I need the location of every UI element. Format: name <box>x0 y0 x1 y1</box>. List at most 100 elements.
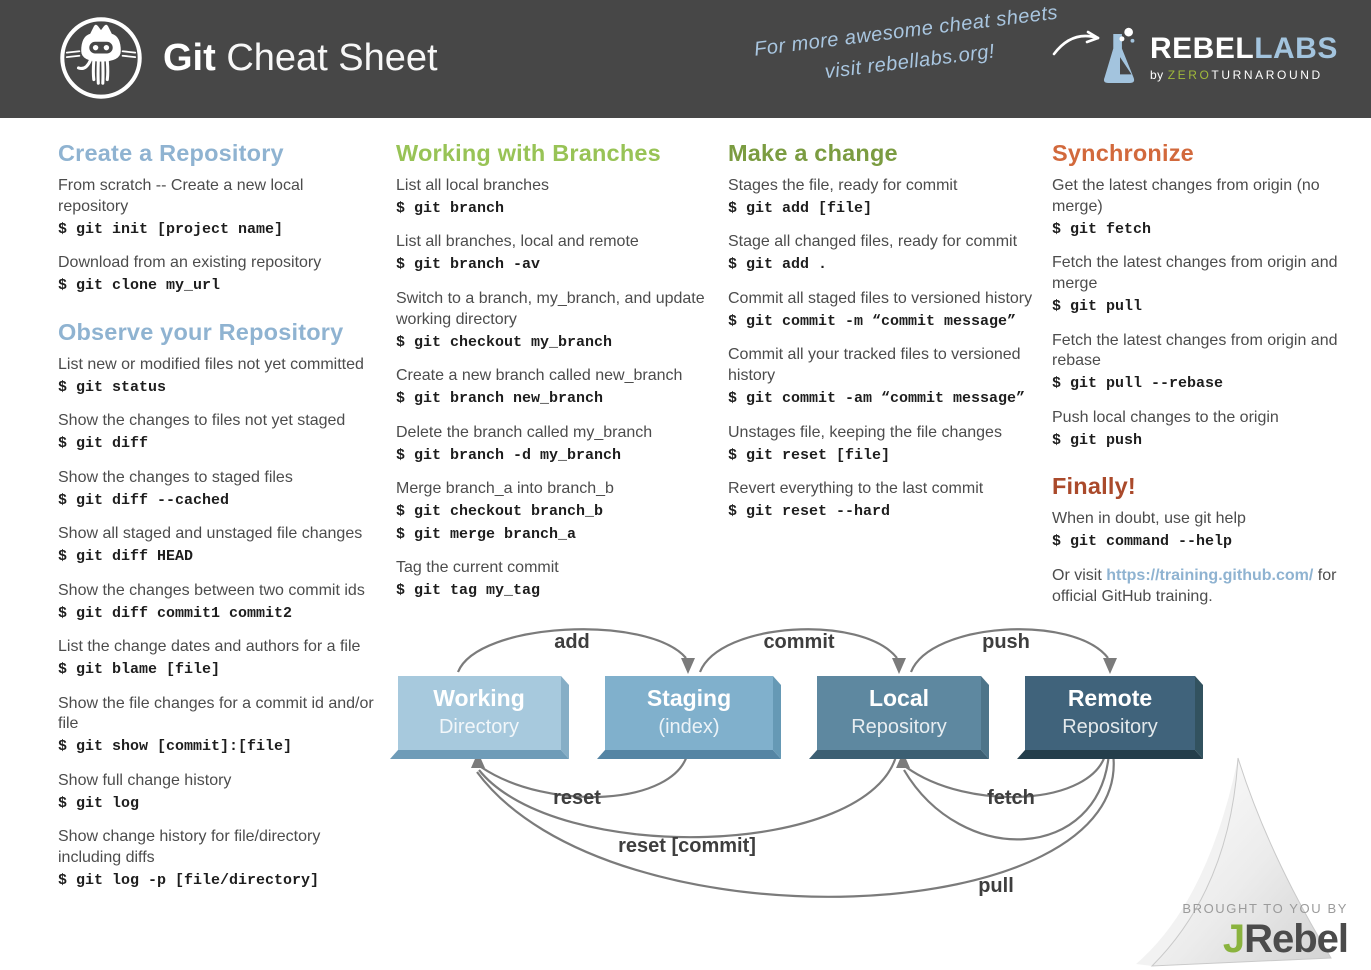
command-description: Commit all staged files to versioned his… <box>728 289 1033 307</box>
octocat-logo-icon <box>60 17 142 99</box>
section-heading: Make a change <box>728 140 898 166</box>
box-subtitle: Repository <box>851 716 947 738</box>
command-code: $ git diff <box>58 435 149 453</box>
command-entry: List all branches, local and remote $ git… <box>396 232 714 275</box>
command-entry: Unstages file, keeping the file changes$… <box>728 423 1048 466</box>
command-entry: Commit all your tracked files to version… <box>728 345 1048 409</box>
command-code: $ git branch -av <box>396 256 541 274</box>
arrow-label-commit: commit <box>763 631 834 653</box>
command-entry: Show the changes to files not yet staged… <box>58 411 376 454</box>
command-description: Stages the file, ready for commit <box>728 177 958 194</box>
arrow-label-reset: reset <box>553 787 601 809</box>
command-entry: Stages the file, ready for commit $ git a… <box>728 176 1048 219</box>
command-description: Download from an existing repository <box>58 254 322 272</box>
command-description: Merge branch_a into branch_b <box>396 480 614 498</box>
command-description: Show the file changes for a commit id an… <box>58 694 374 733</box>
command-entry: Merge branch_a into branch_b $ git checko… <box>396 479 714 545</box>
command-entry: Stage all changed files, ready for commi… <box>728 232 1048 275</box>
diagram-box-working: Working Directory <box>390 676 569 759</box>
box-title: Remote <box>1068 685 1152 711</box>
command-code: $ git command --help <box>1052 533 1233 551</box>
command-description: Show the changes to staged files <box>58 468 293 486</box>
arrow-label-add: add <box>554 631 590 653</box>
box-title: Working <box>433 685 525 711</box>
box-title: Staging <box>647 685 731 711</box>
command-description: Fetch the latest changes from origin and… <box>1052 331 1338 370</box>
command-entry: Show the file changes for a commit id an… <box>58 694 376 758</box>
command-code: $ git diff HEAD <box>58 548 194 566</box>
command-code: $ git add . <box>728 256 828 274</box>
command-entry: Get the latest changes from origin (no m… <box>1052 176 1354 240</box>
brought-by-label: BROUGHT TO YOU BY <box>1182 901 1348 916</box>
command-description: Switch to a branch, my_branch, and updat… <box>396 289 705 328</box>
command-code: $ git reset --hard <box>728 503 891 521</box>
command-entry: Show the changes between two commit ids$… <box>58 581 376 624</box>
command-entry: Show full change history$ git log <box>58 771 376 814</box>
command-description: Create a new branch called new_branch <box>396 367 683 385</box>
arrow-label-fetch: fetch <box>987 787 1035 809</box>
command-code: $ git branch <box>396 199 505 217</box>
command-description: Stage all changed files, ready for commi… <box>728 233 1018 251</box>
command-entry: Create a new branch called new_branch $ g… <box>396 366 714 409</box>
command-code: $ git blame [file] <box>58 660 221 678</box>
command-description: Revert everything to the last commit <box>728 480 984 498</box>
section-heading: Synchronize <box>1052 140 1194 166</box>
command-entry: List the change dates and authors for a … <box>58 637 376 680</box>
command-code: $ git pull --rebase <box>1052 375 1224 393</box>
arrow-pull-to-local <box>903 752 1111 841</box>
command-description: List all branches, local and remote <box>396 233 639 251</box>
command-entry: List all local branches $ git branch <box>396 176 714 219</box>
box-subtitle: (index) <box>658 716 719 738</box>
command-code: $ git reset [file] <box>728 446 891 464</box>
training-link[interactable]: https://training.github.com/ <box>1106 566 1314 584</box>
section-heading: Finally! <box>1052 473 1136 500</box>
arrow-label-push: push <box>982 631 1030 653</box>
command-entry: From scratch -- Create a new local repos… <box>58 176 376 240</box>
command-code: $ git checkout my_branch <box>396 333 613 351</box>
arrow-reset <box>480 751 690 799</box>
command-entry: Delete the branch called my_branch$ git … <box>396 423 714 466</box>
command-code: $ git branch new_branch <box>396 390 604 408</box>
command-description: From scratch -- Create a new local repos… <box>58 177 304 215</box>
command-code: $ git tag my_tag <box>396 582 541 600</box>
command-description: Tag the current commit <box>396 559 559 577</box>
command-description: Show full change history <box>58 771 232 789</box>
jrebel-rest: Rebel <box>1244 917 1349 961</box>
diagram-box-local: Local Repository <box>809 676 989 759</box>
command-entry: Revert everything to the last commit $ gi… <box>728 479 1048 522</box>
command-entry: When in doubt, use git help$ git command… <box>1052 509 1354 552</box>
command-entry: Show the changes to staged files$ git di… <box>58 468 376 511</box>
command-description: Commit all your tracked files to version… <box>728 346 1021 385</box>
brand-zero: ZERO <box>1167 68 1212 82</box>
flask-icon <box>1103 27 1135 83</box>
section: Finally! When in doubt, use git help$ git… <box>1052 473 1354 607</box>
brand-rebel: REBEL <box>1150 32 1255 65</box>
command-entry: Fetch the latest changes from origin and… <box>1052 253 1354 317</box>
command-code: $ git add [file] <box>728 199 873 217</box>
command-entry: Tag the current commit $ git tag my_tag <box>396 558 714 601</box>
command-entry: Switch to a branch, my_branch, and updat… <box>396 289 714 353</box>
arrow-reset-commit <box>478 752 899 839</box>
git-flow-diagram: add commit push reset fetch reset [commi… <box>390 628 1203 898</box>
box-title: Local <box>869 685 929 711</box>
command-description: Show the changes between two commit ids <box>58 581 365 599</box>
command-description: List all local branches <box>396 177 549 194</box>
command-description: Or visit https://training.github.com/ fo… <box>1052 566 1337 605</box>
command-code: $ git show [commit]:[file] <box>58 738 293 756</box>
command-code: $ git commit -m “commit message” <box>728 312 1017 330</box>
command-code: $ git checkout branch_b <box>396 503 604 521</box>
footer: BROUGHT TO YOU BY JRebel <box>1182 901 1349 962</box>
brand-by: by <box>1150 68 1164 82</box>
box-subtitle: Repository <box>1062 716 1158 738</box>
section-heading: Working with Branches <box>396 140 661 166</box>
command-description: List new or modified files not yet commi… <box>58 355 364 373</box>
arrow-commit <box>698 628 898 673</box>
diagram-box-staging: Staging (index) <box>597 676 781 759</box>
